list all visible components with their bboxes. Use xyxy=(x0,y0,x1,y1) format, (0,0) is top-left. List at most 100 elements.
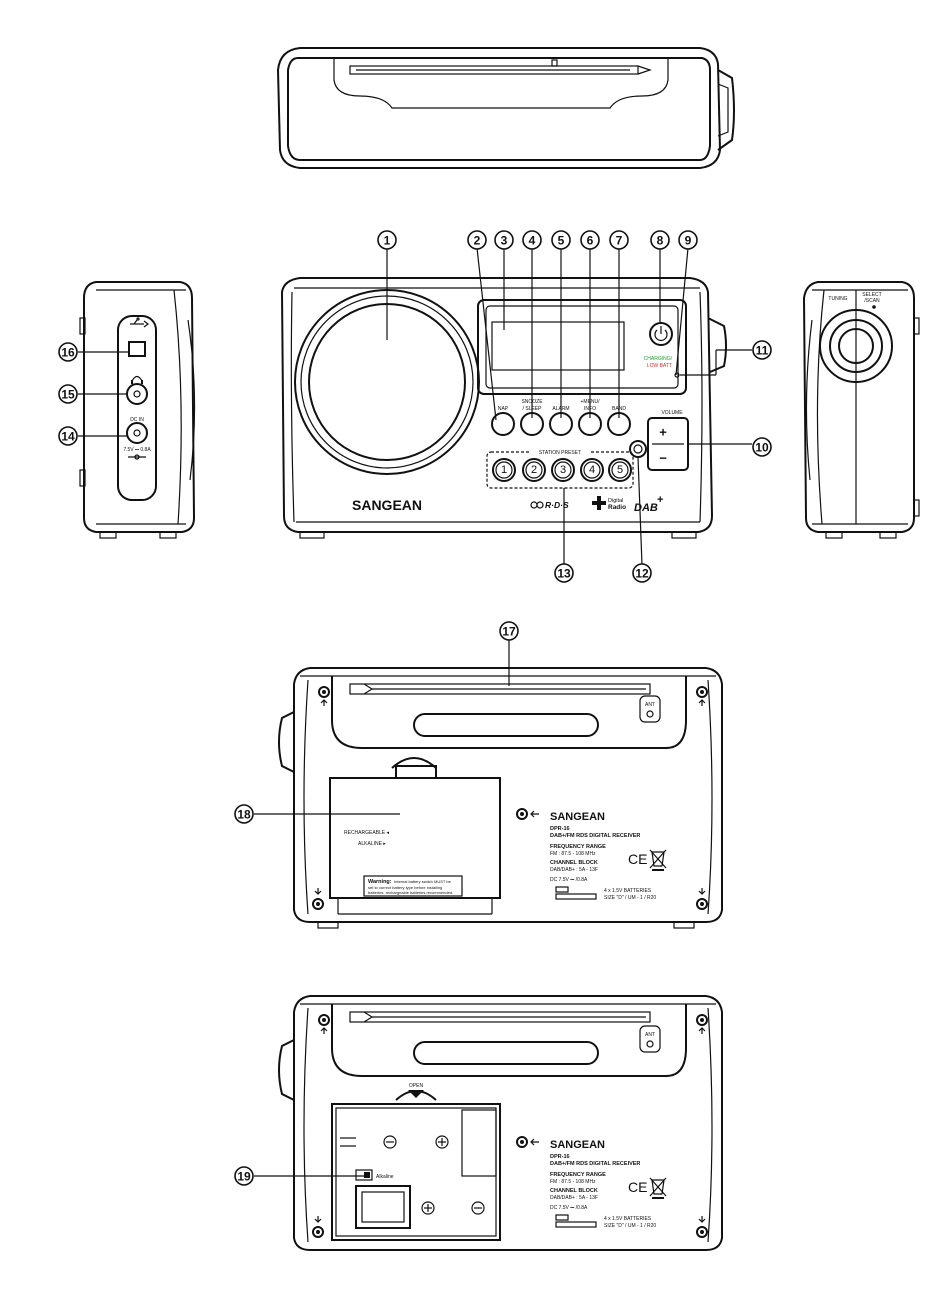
callout-number: 5 xyxy=(558,234,565,248)
battery-door-latch[interactable] xyxy=(395,765,437,779)
callout-number: 16 xyxy=(61,346,75,360)
callout-marker-2 xyxy=(467,230,487,250)
callout-number: 11 xyxy=(756,344,769,358)
preset-number: 2 xyxy=(531,464,537,476)
headphone-jack[interactable] xyxy=(126,383,148,405)
antenna-socket[interactable] xyxy=(639,695,661,723)
select-label-1: SELECT xyxy=(862,292,881,298)
warning-line-3: batteries. rechargeable batteries recomm… xyxy=(368,890,453,895)
minus-terminal-icon xyxy=(471,1201,485,1215)
freq-title: FREQUENCY RANGE xyxy=(550,844,606,850)
callout-marker-19 xyxy=(234,1166,254,1186)
preset-number: 1 xyxy=(501,464,507,476)
usb-port[interactable] xyxy=(128,341,146,357)
callout-marker-12 xyxy=(632,563,652,583)
power-button[interactable] xyxy=(649,322,673,346)
callout-number: 12 xyxy=(635,567,649,581)
callout-number: 4 xyxy=(529,234,536,248)
callout-number: 3 xyxy=(501,234,508,248)
handle-slot xyxy=(413,1041,599,1065)
nap-button[interactable] xyxy=(491,412,515,436)
alkaline-label: ALKALINE ▸ xyxy=(358,841,386,847)
callout-marker-8 xyxy=(650,230,670,250)
top-view xyxy=(276,47,735,169)
dc-rating-back-2: DC 7.5V ⎓ /0.8A xyxy=(550,1205,588,1211)
plus-terminal-icon xyxy=(435,1135,449,1149)
callout-marker-15 xyxy=(58,384,78,404)
preset-button-1[interactable] xyxy=(492,458,516,482)
freq-value: FM : 87.5 - 108 MHz xyxy=(550,851,596,857)
desc-label: DAB+/FM RDS DIGITAL RECEIVER xyxy=(550,833,640,839)
callout-marker-9 xyxy=(678,230,698,250)
rechargeable-label: RECHARGEABLE ◂ xyxy=(344,830,390,836)
preset-frame xyxy=(486,451,634,489)
callout-marker-14 xyxy=(58,426,78,446)
preset-button-ring xyxy=(611,461,629,479)
callout-number: 17 xyxy=(502,625,516,639)
warning-title: Warning: xyxy=(368,879,392,885)
callout-leaders xyxy=(78,247,752,1177)
callout-number: 9 xyxy=(685,234,692,248)
svg-text:DAB: DAB xyxy=(634,502,658,514)
tuning-knob-outer[interactable] xyxy=(819,309,893,383)
preset-number: 3 xyxy=(560,464,566,476)
preset-button-ring xyxy=(554,461,572,479)
svg-text:+: + xyxy=(657,494,663,506)
open-label: OPEN xyxy=(409,1083,424,1089)
screw-icon xyxy=(312,898,324,910)
brand-logo: SANGEAN xyxy=(352,497,422,513)
charging-led xyxy=(674,372,680,378)
volume-label: VOLUME xyxy=(661,410,683,416)
tuning-label: TUNING xyxy=(828,296,847,302)
dc-rating-back: DC 7.5V ⎓ /0.8A xyxy=(550,877,588,883)
callout-marker-4 xyxy=(522,230,542,250)
antenna-socket[interactable] xyxy=(639,1025,661,1053)
batteries-label-1: 4 x 1.5V BATTERIES xyxy=(604,888,652,894)
preset-button-3[interactable] xyxy=(551,458,575,482)
right-side-view: TUNING SELECT /SCAN xyxy=(802,281,920,539)
rds-logo: R·D·S xyxy=(530,500,569,510)
dc-in-jack[interactable] xyxy=(126,422,148,444)
preset-button-ring xyxy=(583,461,601,479)
batteries-label-4: SIZE "D" / UM - 1 / R20 xyxy=(604,1223,656,1229)
battery-compartment xyxy=(331,1103,501,1241)
preset-button-4[interactable] xyxy=(580,458,604,482)
warning-line-1: Internal battery switch MUST be xyxy=(394,879,452,884)
display-screen xyxy=(491,321,625,371)
svg-text:R·D·S: R·D·S xyxy=(545,500,569,510)
channel-title-2: CHANNEL BLOCK xyxy=(550,1188,598,1194)
battery-type-switch[interactable] xyxy=(355,1169,373,1181)
callout-number: 7 xyxy=(616,234,623,248)
weee-bin-icon xyxy=(649,1177,667,1199)
back-brand: SANGEAN xyxy=(550,811,605,823)
ce-mark: CE xyxy=(628,851,647,867)
back-view-open: ANT OPEN Alkaline xyxy=(278,995,723,1251)
freq-value-2: FM : 87.5 - 108 MHz xyxy=(550,1179,596,1185)
dc-in-label: DC IN xyxy=(130,417,144,423)
model-label-2: DPR-16 xyxy=(550,1154,570,1160)
callout-marker-13 xyxy=(554,563,574,583)
callout-number: 2 xyxy=(474,234,481,248)
preset-button-2[interactable] xyxy=(522,458,546,482)
callout-number: 1 xyxy=(384,234,391,248)
dc-rating-label: 7.5V ⎓ 0.8A xyxy=(123,447,151,453)
screw-icon xyxy=(516,808,528,820)
low-batt-label: LOW BATT xyxy=(647,363,672,369)
select-label-2: /SCAN xyxy=(864,298,880,304)
weee-bin-icon xyxy=(649,849,667,871)
callout-marker-10 xyxy=(752,437,772,457)
usb-icon xyxy=(130,317,149,328)
callout-marker-1 xyxy=(377,230,397,250)
volume-minus-label: − xyxy=(659,451,667,466)
station-preset-label: STATION PRESET xyxy=(539,450,581,456)
callout-marker-7 xyxy=(609,230,629,250)
ant-label: ANT xyxy=(645,702,655,708)
callout-marker-18 xyxy=(234,804,254,824)
preset-button-5[interactable] xyxy=(608,458,632,482)
tuning-knob-inner[interactable] xyxy=(838,328,874,364)
minus-terminal-icon xyxy=(383,1135,397,1149)
callout-number: 8 xyxy=(657,234,664,248)
callout-marker-11 xyxy=(752,340,772,360)
